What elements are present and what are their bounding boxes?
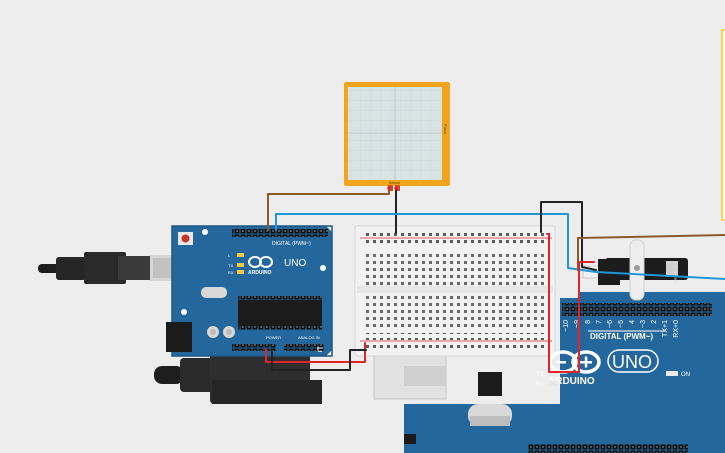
pin-label: RX+0 [673,320,680,338]
sensor-label: Force [443,124,448,135]
pin-rx-small: RX [228,270,234,275]
digital-header[interactable] [232,229,328,237]
pin-label: ~6 [607,320,614,328]
pin-label: ~10 [563,320,570,332]
breadboard[interactable] [354,225,556,357]
servo-label: SM-S2309S [673,262,678,284]
atmega-chip [238,300,322,326]
chip-socket [528,444,688,453]
wire-red-5v [265,342,366,363]
usb-cable-left[interactable] [38,252,176,284]
pin-tx-small: TX [228,263,233,268]
pin-label: 7 [596,320,603,324]
model-text-large: UNO [612,352,652,372]
on-led-label: ON [681,372,690,378]
digital-label-small: DIGITAL (PWM~) [272,241,311,247]
force-sensor[interactable]: Force Sensor [344,82,450,191]
wire-brown-servo [577,234,725,271]
logo-text-small: ARDUINO [248,270,271,276]
sensor-sublabel: Sensor [389,181,401,185]
logo-text-large: ARDUINO [548,376,595,387]
pin-label: 8 [585,320,592,324]
rx-led-label: RX [536,382,544,388]
analog-header[interactable] [284,344,324,351]
arduino-logo-icon [248,256,273,268]
tx-led-label: TX [536,372,544,378]
power-label-small: POWER [266,335,281,340]
servo-motor[interactable]: SM-S2309S [582,239,688,301]
pin-l: L [228,253,231,258]
wire-blue-signal [275,213,725,280]
pin-label: TX+1 [662,320,669,337]
wire-black-ground [540,201,597,271]
wire-black-gnd [271,348,367,371]
analog-label-small: ANALOG IN [298,335,320,340]
pin-label: 2 [651,320,658,324]
digital-label-large: DIGITAL (PWM~) [590,332,653,341]
pin-label: ~3 [640,320,647,328]
power-cable-left[interactable] [154,350,447,404]
pin-label: ~5 [618,320,625,328]
model-text-small: UNO [284,258,306,269]
arduino-uno-small[interactable]: DIGITAL (PWM~) ARDUINO UNO L TX RX POWER… [166,225,333,357]
wire-brown-sensor [267,187,390,231]
pin-label: ~9 [574,320,581,328]
power-header[interactable] [232,344,276,351]
digital-header-large[interactable] [562,303,712,316]
wires[interactable] [265,186,725,373]
note-panel[interactable] [721,29,725,221]
pin-label: 4 [629,320,636,324]
wire-red-power [546,233,595,373]
